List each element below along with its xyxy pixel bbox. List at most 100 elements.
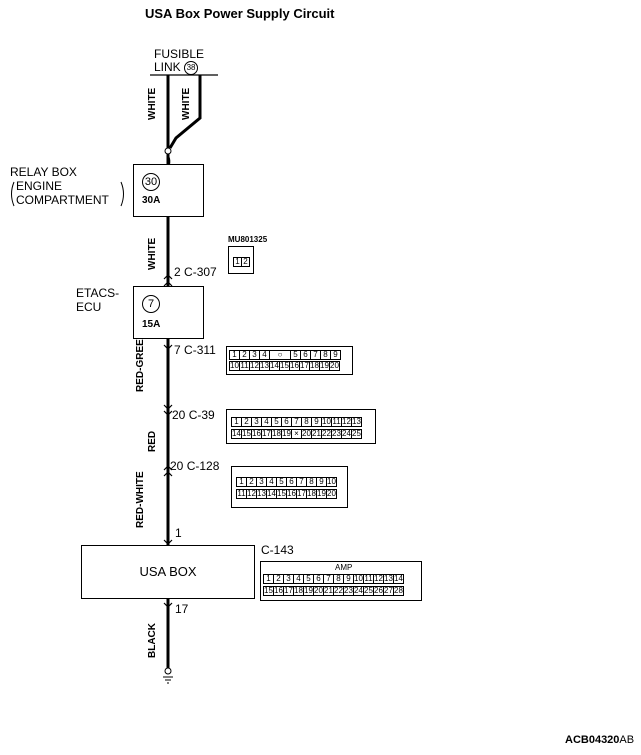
c311-pin-table-2: 10 11 12 13 14 15 16 17 18 19 20 [229,361,340,371]
connector-pin: 14 [231,429,242,439]
connector-pin: 19 [281,429,292,439]
connector-pin: 7 [291,417,302,427]
c307-pin: 2 [174,265,181,279]
connector-pin: 28 [393,586,404,596]
connector-pin: 10 [321,417,332,427]
c311-pin: 10 [229,361,240,371]
connector-pin: 11 [363,574,374,584]
relay-box-label-3: COMPARTMENT [16,193,109,207]
wire-label-2: WHITE [181,87,192,120]
c311-pin: 6 [300,350,311,360]
connector-pin: 11 [331,417,342,427]
wire-label-6: RED-WHITE [135,471,146,528]
wire-label-4: RED-GREEN [135,331,146,392]
connector-pin: 17 [283,586,294,596]
fusible-label-line2: LINK [154,60,181,75]
connector-pin: 24 [353,586,364,596]
etacs-ecu-box: 7 15A [133,286,204,339]
c143-code: C-143 [261,543,294,557]
connector-pin: 19 [316,489,327,499]
figure-code-main: ACB04320 [565,734,620,746]
fusible-label-line1: FUSIBLE [154,47,205,61]
connector-pin: 10 [353,574,364,584]
wire-label-7: BLACK [147,623,158,658]
c311-pin: 2 [239,350,250,360]
c311-label: 7 C-311 [174,343,216,357]
wire-label-5: RED [147,430,158,452]
connector-pin: 7 [323,574,334,584]
fuse7-rating: 15A [142,319,161,330]
connector-pin: 20 [326,489,337,499]
connector-pin: 5 [276,477,287,487]
connector-pin: 20 [313,586,324,596]
connector-pin: 26 [373,586,384,596]
c311-pin: 16 [289,361,300,371]
connector-pin: 8 [306,477,317,487]
c307-chevron [163,274,173,280]
connector-pin: 12 [373,574,384,584]
connector-pin: 12 [246,489,257,499]
connector-pin: × [291,429,302,439]
etacs-label-1: ETACS- [76,286,120,300]
connector-pin: 22 [321,429,332,439]
c39-pin: 20 [172,408,186,422]
connector-pin: 16 [273,586,284,596]
connector-pin: 15 [263,586,274,596]
connector-pin: 12 [341,417,352,427]
fusible-label: FUSIBLE [154,48,204,61]
fuse7-badge: 7 [142,295,160,313]
connector-pin: 3 [256,477,267,487]
figure-code: ACB04320AB [565,734,634,746]
connector-pin: 16 [251,429,262,439]
c311-code: C-311 [184,343,216,357]
c128-label: 20 C-128 [170,459,219,473]
c307-pin-2: 2 [241,257,250,267]
c307-pin-1: 1 [233,257,242,267]
c311-pin: 1 [229,350,240,360]
c311-pin: 12 [249,361,260,371]
relay-box: 30 30A [133,164,204,217]
link-label-row: LINK 38 [154,60,199,75]
c311-pin: 5 [290,350,301,360]
connector-pin: 16 [286,489,297,499]
connector-pin: 5 [303,574,314,584]
c311-pin: 20 [329,361,340,371]
c311-pin: 8 [320,350,331,360]
connector-pin: 13 [351,417,362,427]
c39-label: 20 C-39 [172,408,215,422]
connector-pin: 17 [296,489,307,499]
c39-code: C-39 [188,408,215,422]
c311-pin: 19 [319,361,330,371]
fusible-number-badge: 38 [184,61,199,75]
c307-code: C-307 [184,265,217,279]
etacs-label-2: ECU [76,300,102,314]
connector-pin: 22 [333,586,344,596]
connector-pin: 8 [301,417,312,427]
connector-pin: 1 [236,477,247,487]
connector-pin: 2 [273,574,284,584]
connector-pin: 1 [231,417,242,427]
connector-pin: 24 [341,429,352,439]
connector-pin: 9 [343,574,354,584]
c311-pin: 17 [299,361,310,371]
connector-pin: 4 [261,417,272,427]
connector-pin: 9 [316,477,327,487]
c311-chevron [163,344,173,350]
c311-pin: 14 [269,361,280,371]
connector-pin: 11 [236,489,247,499]
wire-label-3: WHITE [147,237,158,270]
c307-part-number: MU801325 [228,235,268,244]
connector-pin: 3 [251,417,262,427]
connector-pin: 6 [313,574,324,584]
connector-pin: 6 [286,477,297,487]
c311-pin: 4 [259,350,270,360]
connector-pin: 5 [271,417,282,427]
connector-pin: 10 [326,477,337,487]
connector-pin: 3 [283,574,294,584]
